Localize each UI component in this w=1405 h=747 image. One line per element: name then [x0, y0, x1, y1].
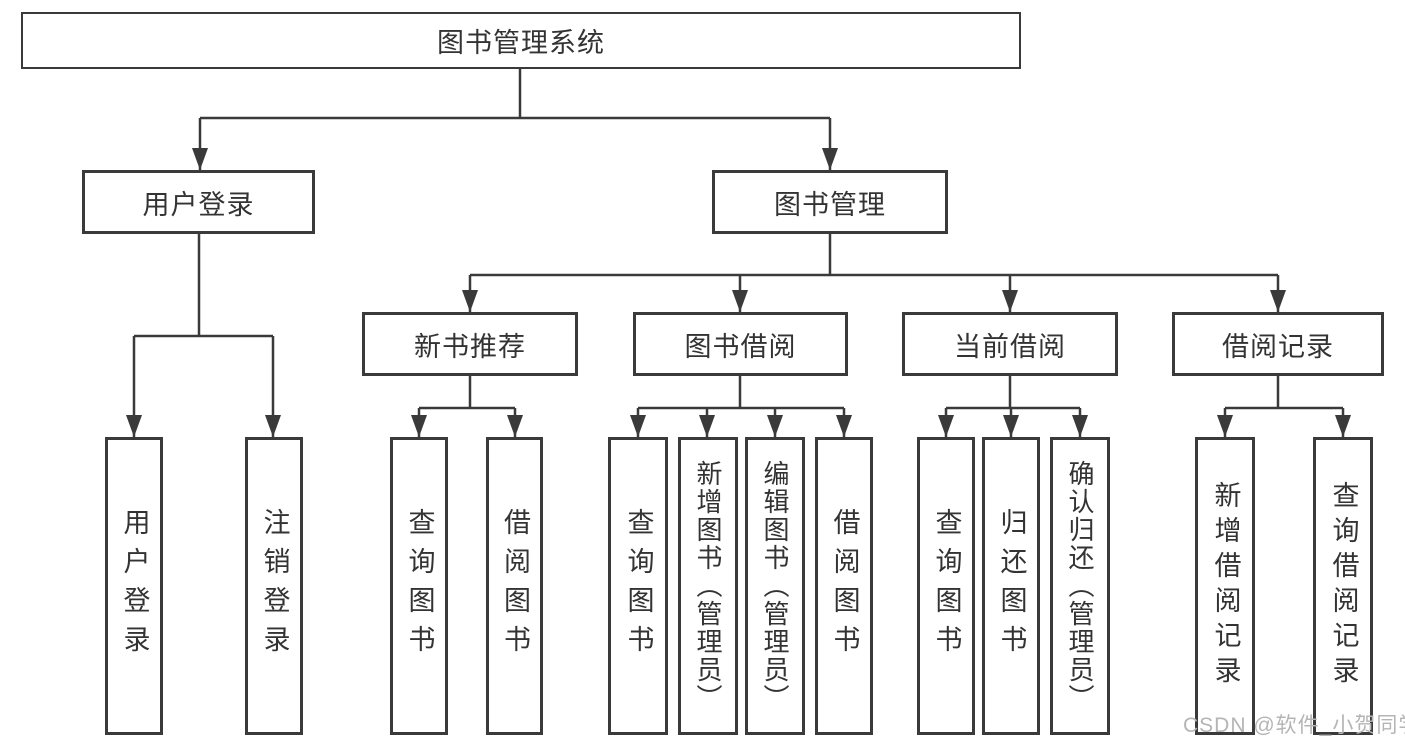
node-borrowing-records-label: 借阅记录 — [1222, 331, 1334, 362]
leaf-query-borrow-record: 查询借阅记录 — [1313, 437, 1373, 735]
leaf-query-books-current-label: 查询图书 — [931, 508, 962, 664]
leaf-query-books-borrowing: 查询图书 — [608, 437, 668, 735]
node-root: 图书管理系统 — [21, 12, 1021, 69]
leaf-add-borrow-record-label: 新增借阅记录 — [1210, 481, 1241, 691]
leaf-borrow-books-recommend: 借阅图书 — [486, 437, 543, 735]
leaf-user-login-label: 用户登录 — [119, 508, 150, 664]
node-current-borrowing-label: 当前借阅 — [954, 331, 1066, 362]
leaf-query-books-borrowing-label: 查询图书 — [623, 508, 654, 664]
leaf-edit-books-admin: 编辑图书（管理员） — [745, 437, 805, 735]
leaf-edit-books-admin-label: 编辑图书（管理员） — [760, 460, 790, 712]
leaf-query-books-current: 查询图书 — [917, 437, 975, 735]
node-current-borrowing: 当前借阅 — [902, 312, 1118, 376]
leaf-return-books: 归还图书 — [982, 437, 1040, 735]
leaf-add-books-admin-label: 新增图书（管理员） — [693, 460, 723, 712]
leaf-borrow-books-recommend-label: 借阅图书 — [500, 508, 530, 664]
node-root-label: 图书管理系统 — [437, 28, 605, 58]
leaf-query-books-recommend-label: 查询图书 — [404, 508, 435, 664]
leaf-user-login: 用户登录 — [105, 437, 163, 735]
node-user-login-label: 用户登录 — [142, 189, 255, 220]
node-user-login: 用户登录 — [82, 170, 315, 234]
leaf-query-books-recommend: 查询图书 — [390, 437, 448, 735]
leaf-borrow-books-borrowing: 借阅图书 — [815, 437, 873, 735]
leaf-borrow-books-borrowing-label: 借阅图书 — [829, 508, 860, 664]
node-new-book-recommend-label: 新书推荐 — [414, 331, 526, 362]
node-book-borrowing-label: 图书借阅 — [684, 331, 797, 362]
leaf-logout: 注销登录 — [245, 437, 303, 735]
watermark: CSDN @软件_小贺同学 — [1183, 714, 1405, 737]
leaf-confirm-return-admin: 确认归还（管理员） — [1050, 437, 1110, 735]
leaf-query-borrow-record-label: 查询借阅记录 — [1328, 481, 1359, 691]
leaf-confirm-return-admin-label: 确认归还（管理员） — [1065, 460, 1095, 712]
leaf-return-books-label: 归还图书 — [996, 508, 1027, 664]
node-book-management-label: 图书管理 — [774, 189, 886, 220]
leaf-add-books-admin: 新增图书（管理员） — [678, 437, 738, 735]
node-book-borrowing: 图书借阅 — [633, 312, 848, 376]
node-new-book-recommend: 新书推荐 — [362, 312, 578, 376]
node-book-management: 图书管理 — [712, 170, 948, 234]
node-borrowing-records: 借阅记录 — [1172, 312, 1384, 376]
leaf-add-borrow-record: 新增借阅记录 — [1195, 437, 1255, 735]
leaf-logout-label: 注销登录 — [259, 508, 290, 664]
